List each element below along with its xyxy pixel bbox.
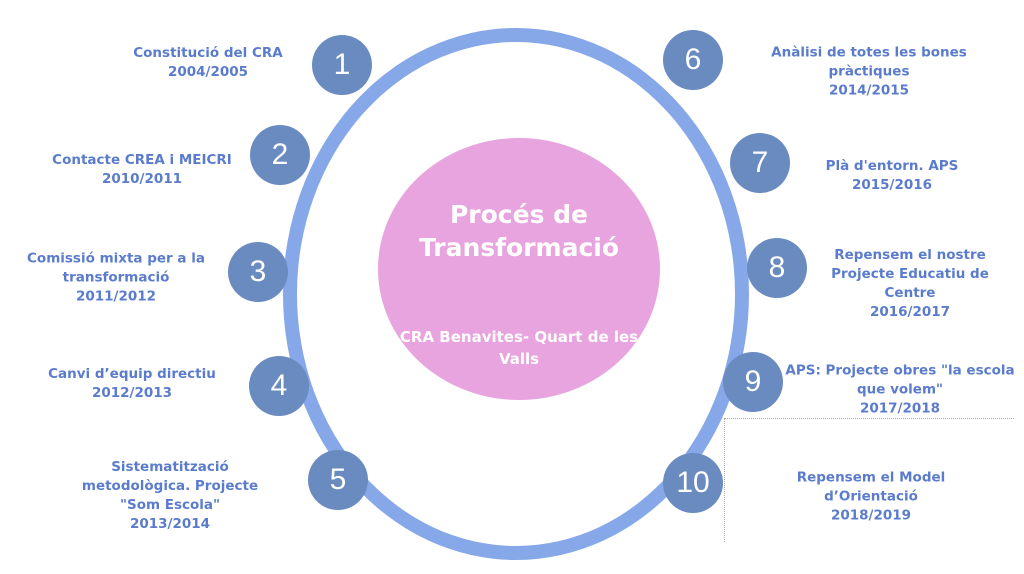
step-year: 2014/2015: [828, 82, 910, 99]
step-label: APS: Projecte obres "la escola que volem…: [780, 362, 1020, 419]
step-label: Constitució del CRA 2004/2005: [108, 44, 308, 82]
step-text: Comissió mixta per a la transformació: [27, 250, 205, 286]
step-label: Repensem el Model d’Orientació 2018/2019: [771, 469, 971, 526]
center-circle: [378, 138, 660, 400]
step-number-badge: 9: [723, 352, 783, 412]
step-year: 2010/2011: [101, 171, 183, 187]
step-label: Sistematització metodològica. Projecte "…: [70, 458, 270, 534]
center-subtitle: CRA Benavites- Quart de les Valls: [399, 328, 639, 368]
step-text: Sistematització metodològica. Projecte "…: [81, 459, 259, 513]
dotted-divider: [724, 418, 1014, 419]
step-label: Comissió mixta per a la transformació 201…: [16, 250, 216, 307]
step-number-badge: 3: [228, 242, 288, 302]
step-year: 2018/2019: [830, 507, 912, 524]
step-label: Canvi d’equip directiu 2012/2013: [12, 365, 252, 403]
step-year: 2016/2017: [869, 304, 951, 320]
step-number-badge: 1: [312, 35, 372, 95]
step-number-badge: 8: [747, 238, 807, 298]
step-label: Anàlisi de totes les bones pràctiques 201…: [739, 44, 999, 101]
step-year: 2015/2016: [851, 177, 933, 193]
step-label: Contacte CREA i MEICRI 2010/2011: [22, 151, 262, 189]
step-number-badge: 2: [250, 125, 310, 185]
step-number-badge: 10: [663, 453, 723, 513]
step-text: Contacte CREA i MEICRI: [52, 152, 232, 168]
step-number-badge: 5: [308, 450, 368, 510]
step-text: Constitució del CRA: [133, 45, 283, 61]
dotted-divider-vertical: [724, 418, 725, 542]
step-text: Canvi d’equip directiu: [48, 366, 216, 382]
step-label: Repensem el nostre Projecte Educatiu de …: [810, 246, 1010, 322]
step-label: Plà d'entorn. APS 2015/2016: [792, 157, 992, 195]
step-number-badge: 4: [249, 356, 309, 416]
step-number-badge: 6: [663, 30, 723, 90]
step-text: APS: Projecte obres "la escola que volem…: [785, 362, 1015, 398]
step-year: 2017/2018: [859, 400, 941, 417]
step-year: 2004/2005: [167, 64, 249, 80]
step-text: Anàlisi de totes les bones pràctiques: [771, 44, 967, 80]
step-number-badge: 7: [730, 133, 790, 193]
step-text: Repensem el Model d’Orientació: [796, 469, 946, 505]
step-year: 2012/2013: [91, 385, 173, 401]
center-title: Procés de Transformació: [418, 200, 620, 262]
step-text: Repensem el nostre Projecte Educatiu de …: [831, 247, 989, 301]
step-year: 2011/2012: [75, 288, 157, 305]
step-year: 2013/2014: [129, 516, 211, 532]
step-text: Plà d'entorn. APS: [825, 158, 959, 174]
